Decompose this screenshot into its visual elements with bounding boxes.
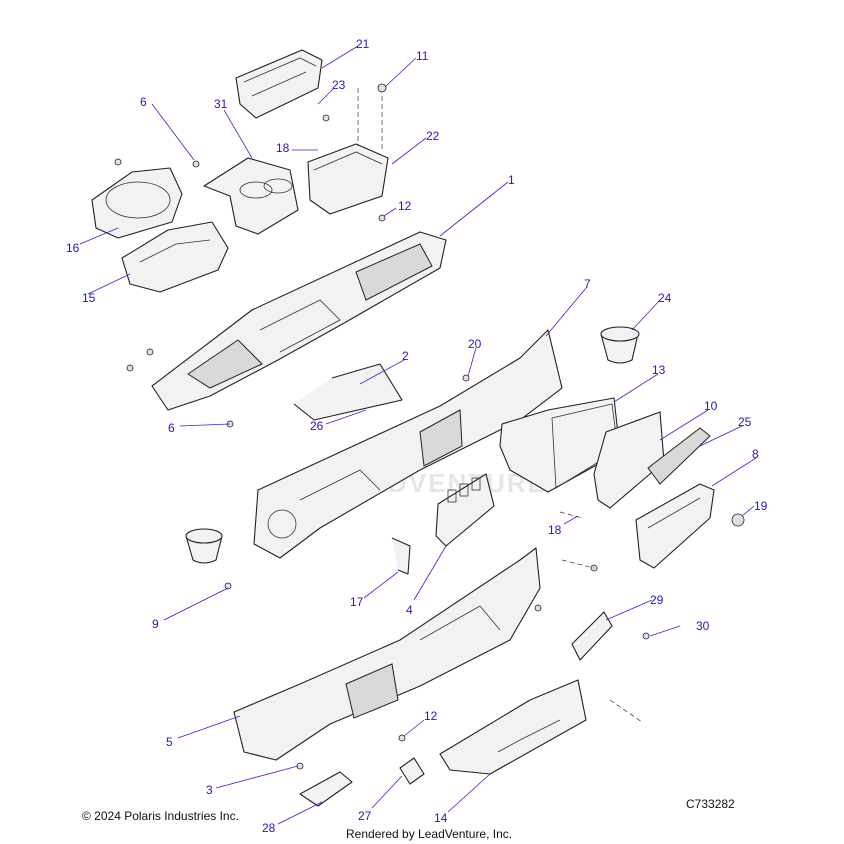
callout-23: 23	[332, 78, 346, 92]
callout-4: 4	[406, 603, 413, 617]
callout-27: 27	[358, 809, 372, 823]
callout-1: 1	[508, 173, 515, 187]
figure-id: C733282	[686, 797, 735, 811]
callout-22: 22	[426, 129, 440, 143]
callout-19: 19	[754, 499, 768, 513]
callout-9: 9	[152, 617, 159, 631]
part-15-gauge-housing	[121, 221, 229, 293]
part-21-cover	[235, 49, 323, 119]
callout-16: 16	[66, 241, 80, 255]
callout-25: 25	[738, 415, 752, 429]
part-16-gauge-bezel	[91, 167, 183, 239]
callout-17: 17	[350, 595, 364, 609]
part-13-glovebox-door	[499, 397, 621, 493]
callout-7: 7	[584, 277, 591, 291]
callout-12-low: 12	[424, 709, 438, 723]
part-31-cupholder-tray	[203, 157, 299, 235]
left-cup	[185, 528, 223, 564]
callout-11: 11	[416, 49, 429, 63]
callout-3: 3	[206, 783, 213, 797]
callout-6-top: 6	[140, 95, 147, 109]
callout-15: 15	[82, 291, 96, 305]
callout-26: 26	[310, 419, 324, 433]
callout-12-top: 12	[398, 199, 412, 213]
callout-13: 13	[652, 363, 666, 377]
callout-10: 10	[704, 399, 718, 413]
callout-8: 8	[752, 447, 759, 461]
part-29-vent	[571, 611, 613, 661]
part-27-fitting	[399, 757, 425, 785]
leader-lines	[79, 45, 757, 825]
callout-31: 31	[214, 97, 228, 111]
callout-5: 5	[166, 735, 173, 749]
part-19-latch	[731, 513, 745, 527]
fasteners	[114, 83, 650, 770]
part-17-bracket	[391, 537, 411, 575]
callout-labels: 21 11 6 31 23 18 22 1 12 16 15 7 24 2 20…	[66, 37, 768, 835]
callout-28: 28	[262, 821, 276, 835]
part-25-latch-plate	[647, 427, 711, 485]
callout-29: 29	[650, 593, 664, 607]
part-14-lower-pocket	[439, 679, 587, 775]
callout-30: 30	[696, 619, 710, 633]
part-8-glovebox-lid	[635, 483, 715, 569]
rendered-by-text: Rendered by LeadVenture, Inc.	[346, 827, 513, 841]
part-24-cup	[600, 326, 640, 364]
part-22-storage-bin	[307, 143, 389, 215]
copyright-text: © 2024 Polaris Industries Inc.	[82, 809, 239, 823]
callout-14: 14	[434, 811, 448, 825]
callout-2: 2	[402, 349, 409, 363]
callout-24: 24	[658, 291, 672, 305]
assembly-axes	[357, 88, 643, 723]
callout-18-mid: 18	[548, 523, 562, 537]
part-1-upper-dash	[151, 231, 447, 411]
callout-6-mid: 6	[168, 421, 175, 435]
part-5-lower-bezel	[233, 547, 541, 761]
part-28-vent	[299, 771, 353, 807]
callout-20: 20	[468, 337, 482, 351]
part-2-bracket	[293, 363, 403, 421]
callout-18-top: 18	[276, 141, 290, 155]
callout-21: 21	[356, 37, 370, 51]
part-4-switch-panel	[435, 473, 495, 547]
